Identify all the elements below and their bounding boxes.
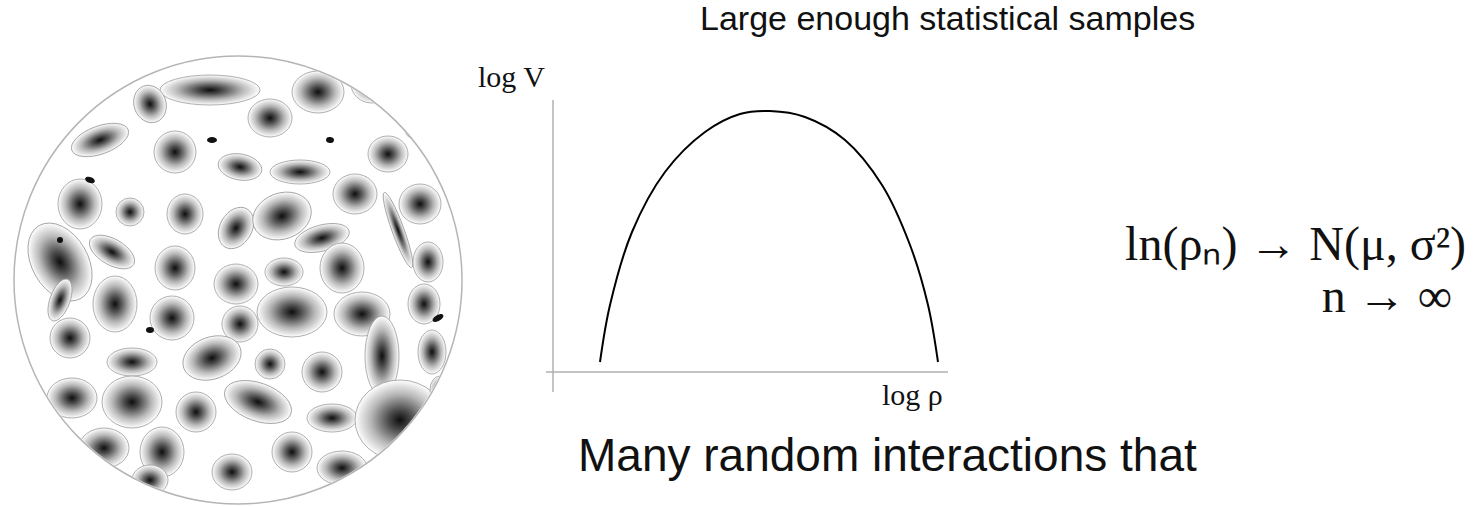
density-blob (176, 392, 216, 432)
heading-note: Large enough statistical samples (700, 0, 1195, 37)
density-blob (84, 228, 140, 276)
density-blob (43, 276, 77, 324)
density-blob (355, 380, 445, 460)
density-blob (302, 352, 342, 392)
density-blob (399, 184, 441, 224)
density-blob (333, 174, 377, 214)
dense-dot (431, 312, 444, 323)
density-blob (216, 150, 264, 183)
density-blob (58, 179, 102, 229)
density-blob (270, 160, 330, 184)
density-blob (320, 243, 364, 293)
density-blob (79, 428, 129, 468)
density-blob (368, 136, 408, 172)
density-blob (128, 81, 171, 128)
y-axis (552, 100, 554, 392)
density-blob (430, 376, 450, 404)
density-blob (376, 456, 408, 488)
body-text: Many random interactions that (578, 430, 1197, 481)
density-blob (155, 246, 195, 290)
density-blob (177, 328, 248, 388)
density-blob (160, 75, 260, 105)
density-blob (93, 276, 137, 332)
density-blob (248, 99, 292, 137)
formula: ln(ρₙ) → N(μ, σ²) (1125, 218, 1466, 271)
density-blob (116, 198, 144, 226)
density-blob (257, 287, 327, 337)
dense-dot (84, 175, 95, 184)
dense-dot (57, 237, 63, 243)
axis-label: log ρ (882, 378, 943, 411)
region-outline (14, 56, 462, 504)
density-blob (107, 348, 157, 376)
density-blob (47, 378, 97, 418)
x-axis (546, 371, 948, 373)
density-blob (272, 432, 312, 472)
density-blob (219, 372, 298, 432)
density-blob (102, 376, 162, 428)
density-blob (351, 65, 393, 103)
formula-limit: n → ∞ (1322, 270, 1452, 323)
density-blob (265, 258, 303, 286)
density-blob (67, 117, 133, 164)
density-blob (154, 131, 196, 173)
dense-dot (326, 136, 335, 143)
density-blob (307, 404, 357, 432)
cell-region (14, 56, 462, 504)
density-blob (413, 242, 443, 282)
density-blob (418, 330, 446, 374)
density-blob (150, 296, 194, 340)
density-blob (50, 318, 90, 358)
density-blob (214, 264, 258, 304)
lognormal-curve (600, 111, 938, 362)
axis-label: log V (478, 60, 545, 93)
density-blob (379, 190, 418, 269)
density-blob (317, 451, 367, 485)
density-blob (211, 201, 261, 255)
density-blob (212, 454, 252, 490)
dense-dot (146, 327, 154, 333)
density-blob (132, 465, 168, 495)
dense-dot (207, 137, 217, 143)
density-blob (292, 71, 344, 113)
density-blob (255, 349, 285, 379)
density-blob (167, 194, 203, 234)
